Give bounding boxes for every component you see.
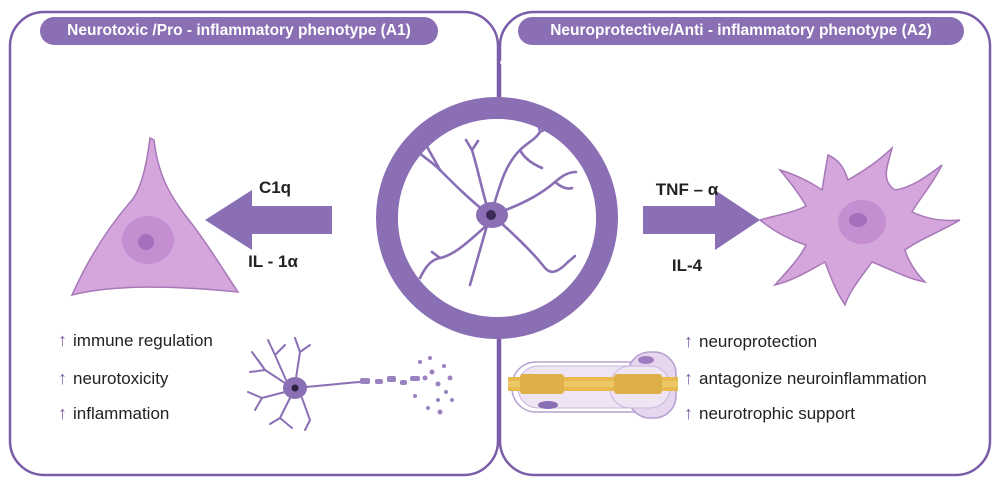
right-effect-item: ↑ neurotrophic support [684,403,855,424]
up-arrow-icon: ↑ [58,368,67,388]
left-panel-title: Neurotoxic /Pro - inflammatory phenotype… [67,22,411,39]
left-cytokine-c1q: C1q [258,178,292,197]
right-effect-item: ↑ neuroprotection [684,331,817,352]
quiescent-nucleus [486,210,496,220]
up-arrow-icon: ↑ [684,331,693,351]
neuron-icon [247,337,361,431]
a1-astrocyte-icon [70,136,240,297]
up-arrow-icon: ↑ [58,403,67,423]
left-title-pill [40,17,438,45]
right-effect-item: ↑ antagonize neuroinflammation [684,368,927,389]
up-arrow-icon: ↑ [684,368,693,388]
right-arrow-icon [643,190,760,250]
neuron-axon-fragments [360,356,454,415]
left-effect-text: neurotoxicity [73,368,169,388]
left-effect-item: ↑ immune regulation [58,330,213,351]
right-title-pill [518,17,964,45]
left-arrow-icon [205,190,332,250]
right-effect-text: antagonize neuroinflammation [699,368,927,388]
right-effect-text: neurotrophic support [699,403,855,423]
right-effect-text: neuroprotection [699,331,818,351]
a1-nucleus [138,234,154,250]
myelinated-axon-icon [508,351,678,419]
quiescent-ring [376,97,618,339]
left-effect-text: immune regulation [73,330,213,350]
left-cytokine-il1a: IL - 1α [248,252,298,271]
neuron-nucleus [291,384,299,392]
right-cytokine-il4: IL-4 [671,256,703,275]
quiescent-astrocyte-icon [408,121,578,287]
up-arrow-icon: ↑ [58,330,67,350]
right-cytokine-tnfa: TNF – α [655,180,719,199]
left-effect-text: inflammation [73,403,170,423]
a2-nucleus [849,213,867,227]
left-effect-item: ↑ inflammation [58,403,169,424]
up-arrow-icon: ↑ [684,403,693,423]
left-effect-item: ↑ neurotoxicity [58,368,168,389]
right-panel-title: Neuroprotective/Anti - inflammatory phen… [550,22,932,39]
